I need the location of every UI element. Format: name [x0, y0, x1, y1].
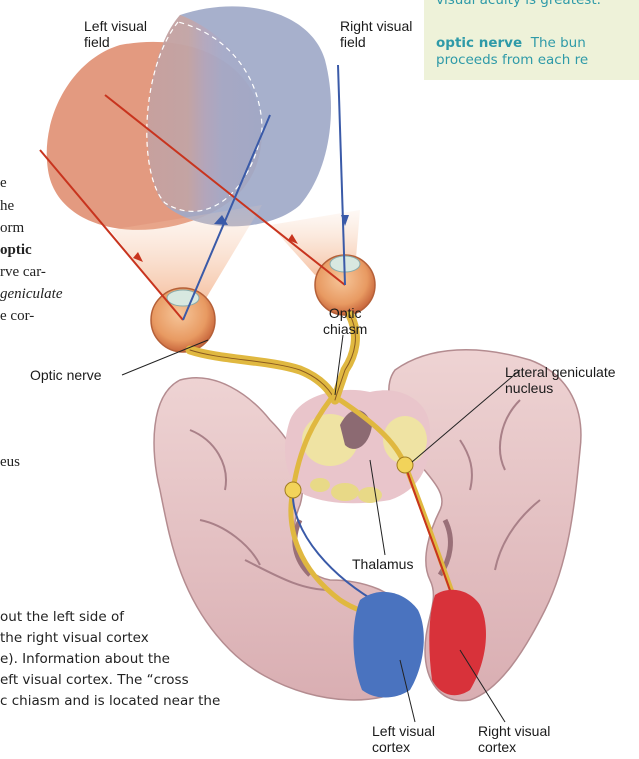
- label-optic-nerve: Optic nerve: [30, 367, 102, 383]
- label-right-visual-field: Right visual field: [340, 18, 412, 50]
- label-left-visual-field: Left visual field: [84, 18, 147, 50]
- label-thalamus: Thalamus: [352, 556, 413, 572]
- left-visual-cortex: [353, 592, 423, 698]
- thalamus: [285, 390, 430, 503]
- label-optic-chiasm: Optic chiasm: [323, 305, 367, 337]
- left-lgn: [285, 482, 301, 498]
- label-left-visual-cortex: Left visual cortex: [372, 723, 435, 755]
- label-lateral-geniculate-nucleus: Lateral geniculate nucleus: [505, 364, 616, 396]
- label-right-visual-cortex: Right visual cortex: [478, 723, 550, 755]
- right-lgn: [397, 457, 413, 473]
